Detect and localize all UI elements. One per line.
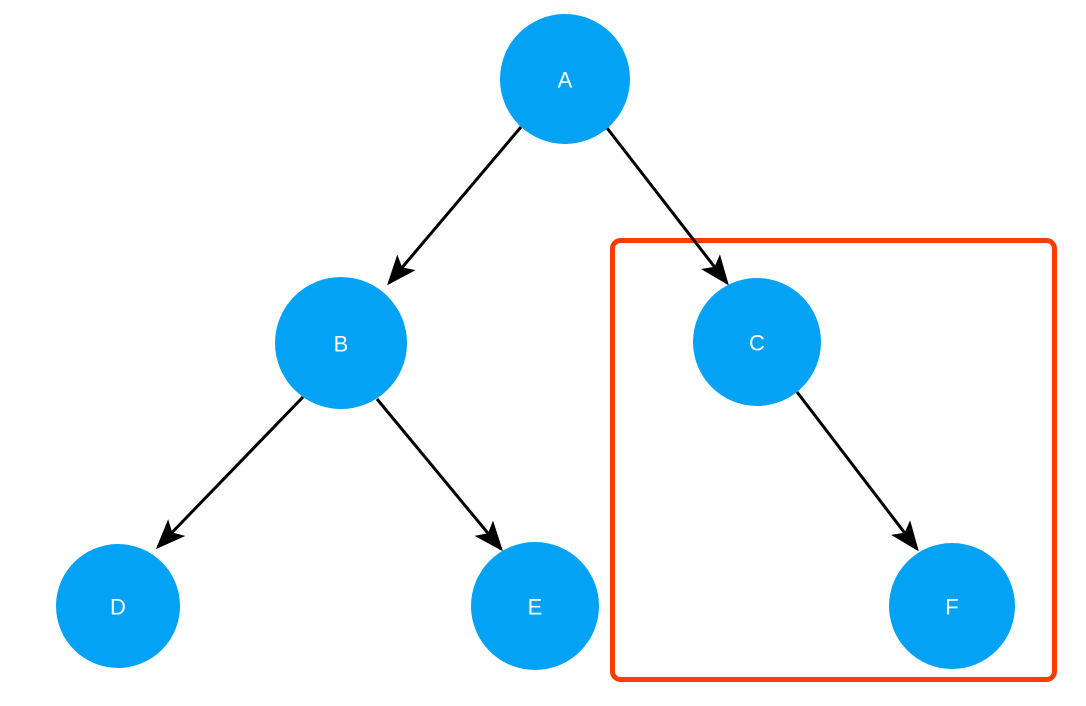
node-a[interactable]: A (500, 14, 630, 144)
node-b-circle[interactable] (275, 277, 407, 409)
node-d-label: D (110, 595, 126, 620)
node-e[interactable]: E (471, 542, 599, 670)
node-layer: A B C D E F (56, 14, 1015, 670)
node-d-circle[interactable] (56, 544, 180, 668)
node-b[interactable]: B (275, 277, 407, 409)
node-f[interactable]: F (889, 543, 1015, 669)
node-e-label: E (528, 595, 543, 620)
edge-layer (155, 126, 919, 552)
edge-c-to-f (795, 391, 919, 552)
node-e-circle[interactable] (471, 542, 599, 670)
node-b-label: B (334, 332, 349, 357)
node-c-label: C (749, 331, 765, 356)
node-a-label: A (558, 68, 573, 93)
edge-b-to-d (155, 395, 305, 550)
node-f-circle[interactable] (889, 543, 1015, 669)
node-a-circle[interactable] (500, 14, 630, 144)
node-c[interactable]: C (693, 278, 821, 406)
highlight-layer (610, 238, 1057, 682)
node-f-label: F (945, 595, 958, 620)
edge-a-to-c (605, 127, 729, 286)
edge-a-to-b (387, 126, 523, 286)
node-c-circle[interactable] (693, 278, 821, 406)
edge-b-to-e (375, 398, 503, 552)
subtree-highlight-rect[interactable] (610, 238, 1057, 682)
node-d[interactable]: D (56, 544, 180, 668)
